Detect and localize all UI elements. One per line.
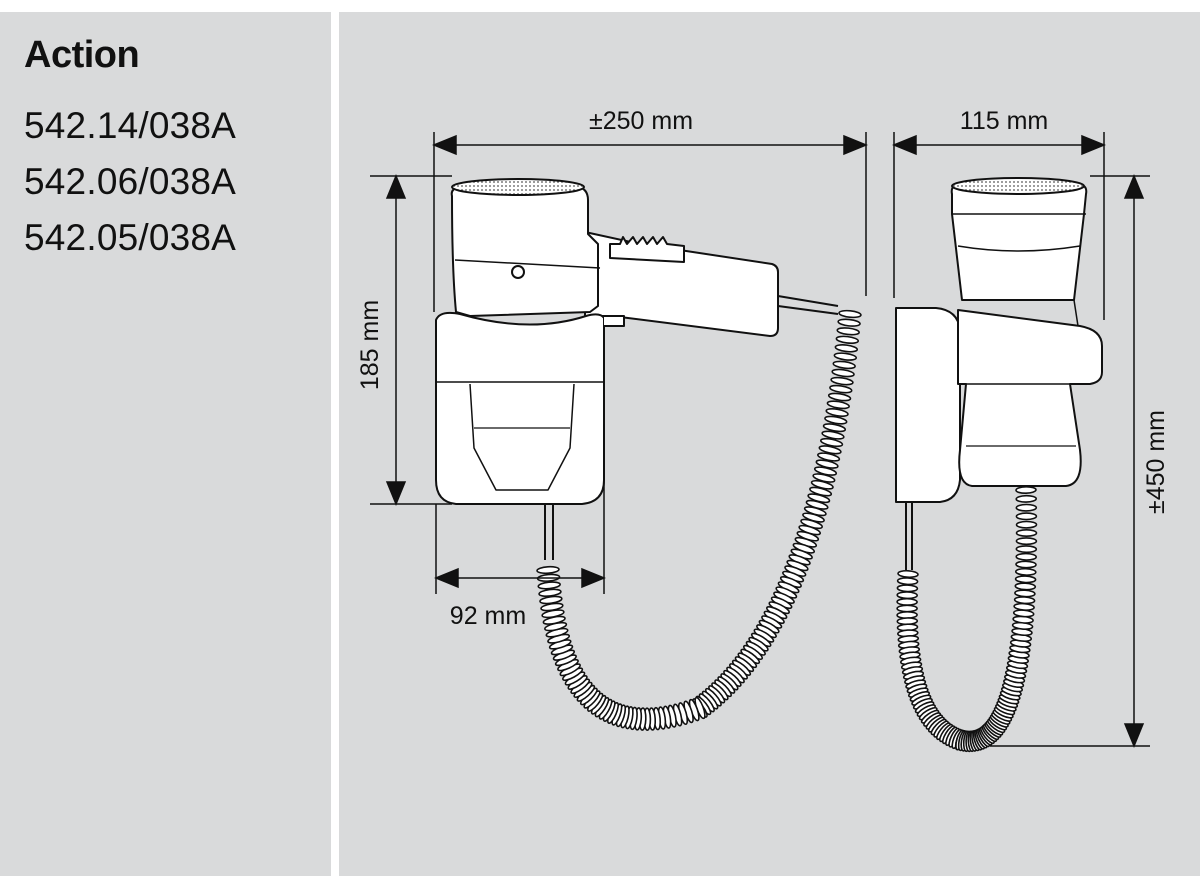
cord-coil-loop <box>539 595 563 605</box>
dim-width-front-label: 115 mm <box>960 107 1048 135</box>
cord-coil-loop <box>830 376 854 386</box>
cord-coil-loop <box>896 604 918 613</box>
cord-coil-loop <box>1014 589 1036 598</box>
cord-coil-loop <box>835 335 860 345</box>
cord-coil-loop <box>1015 503 1038 512</box>
cord-coil-loop <box>817 452 841 462</box>
cord-coil-loop <box>819 437 844 448</box>
coiled-cord-side <box>536 309 862 731</box>
cord-coil-loop <box>896 577 919 586</box>
cord-coil-loop <box>1014 582 1037 591</box>
cord-coil-loop <box>822 423 847 433</box>
dryer-switch <box>609 236 685 263</box>
cord-coil-loop <box>1015 560 1037 569</box>
cord-coil-loop <box>538 588 562 598</box>
cord-coil-loop <box>897 569 919 579</box>
coiled-cord-front <box>896 485 1038 753</box>
cord-coil-loop <box>1015 494 1037 503</box>
cord-coil-loop <box>537 581 561 590</box>
cord-coil-loop <box>1015 545 1038 554</box>
dim-height-holder-label: 185 mm <box>356 300 384 390</box>
dryer-indicator-light <box>511 265 525 279</box>
cord-coil-loop <box>536 565 560 575</box>
cord-coil-loop <box>834 344 859 353</box>
cord-coil-loop <box>1015 520 1038 529</box>
dimension-lines <box>370 132 1150 748</box>
cord-coil-loop <box>1013 602 1035 611</box>
wall-plate <box>895 307 961 503</box>
dim-height-total-label: ±450 mm <box>1142 410 1170 514</box>
cord-coil-loop <box>896 591 918 600</box>
dryer-body <box>450 185 599 317</box>
product-title: Action <box>24 34 140 76</box>
wall-holder-side <box>435 311 605 505</box>
dryer-front-body <box>950 183 1088 301</box>
cord-coil-loop <box>1015 528 1038 538</box>
cord-coil-loop <box>826 400 850 410</box>
cord-coil-loop <box>825 408 849 417</box>
side-view <box>435 178 839 560</box>
wall-holder-front <box>957 309 1103 487</box>
cord-coil-loop <box>824 415 848 425</box>
product-info-panel <box>0 12 331 876</box>
cord-coil-loop <box>896 584 919 593</box>
cord-coil-loop <box>838 309 862 319</box>
cord-coil-loop <box>829 384 853 394</box>
dim-depth-holder-label: 92 mm <box>450 602 526 630</box>
model-number-3: 542.05/038A <box>24 217 237 258</box>
cord-coil-loop <box>1015 567 1037 576</box>
cord-coil-loop <box>1015 512 1038 521</box>
front-view <box>895 177 1103 570</box>
cord-coil-loop <box>818 445 842 455</box>
dryer-front-grille <box>951 177 1085 195</box>
cord-coil-loop <box>1015 537 1038 546</box>
cord-coil-loop <box>836 327 860 336</box>
cord-coil-loop <box>1013 596 1036 605</box>
cord-coil-loop <box>827 392 852 402</box>
cord-coil-loop <box>837 318 861 327</box>
cord-coil-loop <box>1015 485 1037 495</box>
cord-coil-loop <box>833 352 858 361</box>
cord-coil-loop <box>831 368 855 378</box>
model-number-1: 542.14/038A <box>24 105 237 146</box>
dim-width-side-label: ±250 mm <box>589 107 693 135</box>
cord-coil-loop <box>896 597 918 606</box>
dryer-grille <box>451 178 585 196</box>
model-number-2: 542.06/038A <box>24 161 237 202</box>
cord-coil-loop <box>1014 575 1037 584</box>
cord-coil-loop <box>1015 552 1037 561</box>
cord-coil-loop <box>821 430 845 440</box>
cord-coil-loop <box>832 360 856 370</box>
